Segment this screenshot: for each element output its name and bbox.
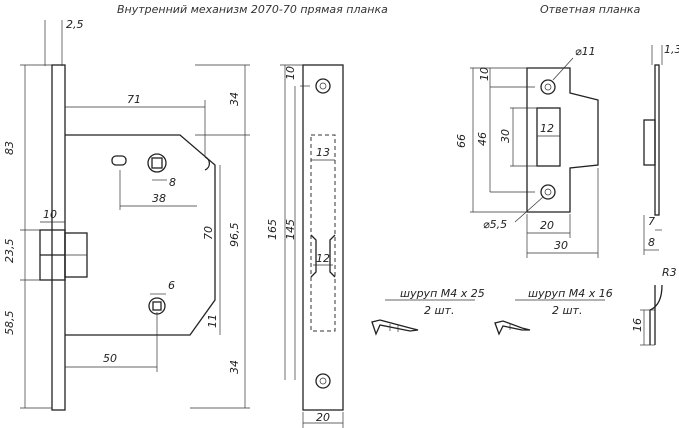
- lock-case-outline: [65, 134, 216, 336]
- strike-side-tab: [643, 119, 656, 166]
- dim-r3: R3: [662, 266, 677, 279]
- dim-2-5: 2,5: [66, 18, 84, 31]
- dim-66: 66: [455, 134, 468, 148]
- dim-20-strike: 20: [540, 219, 554, 232]
- dim-145: 145: [284, 219, 297, 240]
- dim-6: 6: [168, 279, 175, 292]
- dim-34-bot: 34: [228, 360, 241, 374]
- screw-25-qty: 2 шт.: [424, 304, 454, 317]
- dim-30-inner: 30: [499, 129, 512, 143]
- dim-dia5-5: ⌀5,5: [483, 218, 507, 231]
- dim-38: 38: [152, 192, 166, 205]
- dim-10-strike: 10: [478, 67, 491, 81]
- faceplate-outline: [302, 64, 344, 411]
- dim-70: 70: [202, 226, 215, 240]
- screw-16: шуруп М4 х 16 2 шт.: [494, 287, 613, 336]
- screw-16-name: шуруп М4 х 16: [528, 287, 613, 300]
- screw-25-name: шуруп М4 х 25: [400, 287, 485, 300]
- strike-plate-view: ⌀11 66 10 46 30 12 ⌀5,5 20 30: [455, 45, 599, 258]
- dim-71: 71: [127, 93, 141, 106]
- dim-16: 16: [631, 318, 644, 332]
- dim-50: 50: [103, 352, 117, 365]
- faceplate-cutout: [310, 134, 336, 332]
- strike-opening: [536, 107, 561, 167]
- faceplate-hole-top: [315, 78, 331, 94]
- corner-detail: R3 16: [631, 266, 677, 346]
- latch-window: [310, 234, 336, 278]
- dim-12-strike: 12: [540, 122, 554, 135]
- dim-8: 8: [169, 176, 176, 189]
- dim-165: 165: [266, 219, 279, 240]
- lower-round-hole: [148, 297, 166, 315]
- dim-8-side: 8: [648, 236, 655, 249]
- strike-title: Ответная планка: [540, 3, 641, 16]
- slot-hole: [111, 155, 127, 166]
- dim-13: 13: [316, 146, 330, 159]
- dim-20-plate: 20: [316, 411, 330, 424]
- dim-30-strike: 30: [554, 239, 568, 252]
- dim-46: 46: [476, 132, 489, 146]
- strike-hole-bottom: [540, 184, 556, 200]
- corner-profile: [649, 284, 663, 345]
- screw-16-qty: 2 шт.: [552, 304, 582, 317]
- lower-square-hole: [152, 301, 162, 311]
- faceplate-view: 165 145 10 13 12 20: [266, 64, 344, 428]
- follower-round: [147, 153, 167, 173]
- dim-34-top: 34: [228, 92, 241, 106]
- follower-square: [151, 157, 163, 169]
- dim-1-3: 1,3: [664, 43, 679, 56]
- dim-7: 7: [648, 215, 655, 228]
- main-title: Внутренний механизм 2070-70 прямая планк…: [117, 3, 388, 16]
- strike-outline: [526, 67, 599, 213]
- dim-10-left: 10: [43, 208, 57, 221]
- dim-10-plate: 10: [284, 66, 297, 80]
- lock-body-view: 2,5 83 23,5 58,5 71 34 10 8 38 70 96,5 6: [3, 18, 250, 411]
- dim-83: 83: [3, 141, 16, 155]
- faceplate-hole-bottom: [315, 373, 331, 389]
- side-notch: [204, 156, 211, 171]
- dim-58-5: 58,5: [3, 311, 16, 336]
- dim-11: 11: [206, 314, 219, 328]
- dim-dia11: ⌀11: [575, 45, 596, 58]
- strike-side-view: 1,3 7 8: [643, 43, 679, 255]
- dim-96-5: 96,5: [228, 223, 241, 248]
- screw-25-icon: [371, 319, 419, 336]
- lock-faceplate: [51, 64, 66, 411]
- screw-16-icon: [494, 320, 531, 336]
- strike-hole-top: [540, 79, 556, 95]
- dim-23-5: 23,5: [3, 239, 16, 264]
- screw-25: шуруп М4 х 25 2 шт.: [371, 287, 485, 336]
- dim-12-plate: 12: [316, 252, 330, 265]
